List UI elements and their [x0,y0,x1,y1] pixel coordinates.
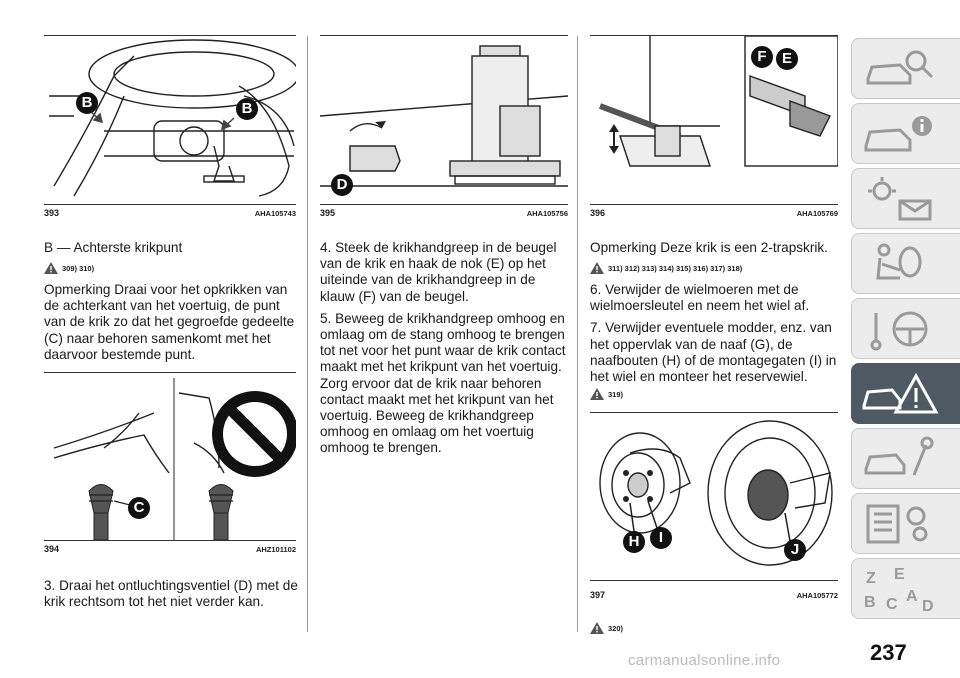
col3-steps: 6. Verwijder de wielmoeren met de wielmo… [590,282,842,391]
step-3-text: 3. Draai het ontluchtingsventiel (D) met… [44,578,298,610]
figure-394-drawing [53,378,296,540]
figure-397: H I J [590,413,838,580]
seat-airbag-icon [876,243,922,280]
caption-rule-397 [590,580,838,581]
figure-394: C [44,373,296,540]
svg-text:D: D [922,598,934,615]
figure-code-395: AHA105756 [526,209,568,218]
col1-step3: 3. Draai het ontluchtingsventiel (D) met… [44,578,300,616]
figure-number-397: 397 [590,590,606,600]
label-h: H [623,531,645,553]
warning-triangle-icon [590,262,604,274]
label-c: C [128,497,150,519]
page-number: 237 [870,640,907,665]
dashboard-lights-mail-icon [868,177,932,221]
note-two-stage-jack: Opmerking Deze krik is een 2-trapskrik. [590,240,828,255]
tab-chapter-8[interactable] [851,493,960,554]
figure-number-393: 393 [44,208,60,218]
caption-rule-396 [590,204,838,205]
figure-code-393: AHA105743 [254,209,296,218]
svg-text:A: A [906,588,918,605]
svg-text:E: E [894,566,905,583]
column-divider-1 [307,36,308,632]
tab-chapter-2[interactable] [851,103,960,164]
col3-note: Opmerking Deze krik is een 2-trapskrik. [590,240,842,262]
figure-code-396: AHA105769 [796,209,838,218]
col2-text: 4. Steek de krikhandgreep in de beugel v… [320,240,572,463]
car-search-icon [866,50,934,85]
col1-note: Opmerking Draai voor het opkrikken van d… [44,282,300,369]
top-rule-397 [590,412,838,413]
figure-number-396: 396 [590,208,606,218]
warning-ref-311: 311) 312) 313) 314) 315) 316) 317) 318) [590,262,742,274]
steering-wheel-icon [870,311,928,351]
tab-chapter-4[interactable] [851,233,960,294]
warning-ref-320: 320) [590,622,623,634]
figure-393: B B [44,36,296,204]
figure-code-394: AHZ101102 [255,545,296,554]
figure-395: D [320,36,568,204]
label-e: E [776,48,798,70]
svg-text:C: C [886,596,898,613]
top-rule-col3 [590,35,838,36]
caption-rule-393 [44,204,296,205]
col1-text-top: B — Achterste krikpunt [44,240,300,262]
top-rule-col1 [44,35,296,36]
label-f: F [751,46,773,68]
figure-code-397: AHA105772 [796,591,838,600]
watermark: carmanualsonline.info [628,652,781,669]
svg-text:Z: Z [866,570,876,587]
label-b-left: B [76,92,98,114]
tab-chapter-3[interactable] [851,168,960,229]
warning-triangle-icon [44,262,58,274]
caption-rule-394 [44,540,296,541]
figure-395-drawing [320,45,568,187]
warning-ref-319: 319) [590,388,623,400]
column-divider-2 [577,36,578,632]
warning-ref-309: 309) 310) [44,262,94,274]
warning-triangle-icon [590,622,604,634]
figure-393-drawing [49,39,296,197]
figure-number-395: 395 [320,208,336,218]
car-warning-triangle-icon [862,372,939,414]
figure-number-394: 394 [44,544,60,554]
figure-397-drawing [599,420,833,566]
tab-chapter-5[interactable] [851,298,960,359]
step-6-text: 6. Verwijder de wielmoeren met de wielmo… [590,282,810,314]
step-4-text: 4. Steek de krikhandgreep in de beugel v… [320,240,557,304]
spec-sheet-gears-icon [866,504,928,544]
label-b-right: B [236,98,258,120]
note-jack-rotation: Opmerking Draai voor het opkrikken van d… [44,282,295,362]
tab-chapter-7[interactable] [851,428,960,489]
caption-rule-395 [320,204,568,205]
label-j: J [784,539,806,561]
svg-text:B: B [864,594,876,611]
top-rule-col2 [320,35,568,36]
step-5-text: 5. Beweeg de krikhandgreep omhoog en oml… [320,310,566,456]
top-rule-394 [44,372,296,373]
car-wrench-icon [864,436,934,476]
label-d: D [331,174,353,196]
car-info-icon [864,116,932,152]
step-7-text: 7. Verwijder eventuele modder, enz. van … [590,320,837,385]
label-i: I [650,527,672,549]
heading-rear-jack-point: B — Achterste krikpunt [44,240,183,255]
figure-396-drawing [598,36,838,167]
figure-396: F E [590,36,838,204]
tab-chapter-6-active[interactable] [851,363,960,424]
warning-triangle-icon [590,388,604,400]
tab-chapter-1[interactable] [851,38,960,99]
